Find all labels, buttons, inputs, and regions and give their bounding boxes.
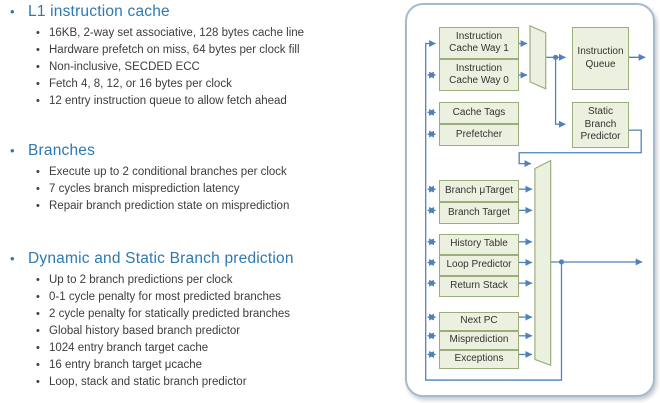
block-branch-target: Branch Target bbox=[439, 202, 519, 224]
list-item: • Fetch 4, 8, 12, or 16 bytes per clock bbox=[36, 76, 402, 93]
bullet-text: Up to 2 branch predictions per clock bbox=[49, 274, 233, 286]
bullet-text: 0-1 cycle penalty for most predicted bra… bbox=[49, 291, 282, 303]
predictor-to-mux-arrows bbox=[517, 185, 533, 358]
block-instruction-queue: Instruction Queue bbox=[572, 27, 629, 90]
list-item: • 7 cycles branch misprediction latency bbox=[36, 181, 402, 198]
list-item: • 1024 entry branch target cache bbox=[36, 340, 402, 357]
feedback-bus-wire bbox=[425, 40, 563, 381]
section-heading: • Branches bbox=[10, 142, 402, 160]
bullet-icon: • bbox=[10, 4, 15, 19]
bullet-text: Execute up to 2 conditional branches per… bbox=[49, 166, 287, 178]
list-item: • Repair branch prediction state on mispr… bbox=[36, 198, 402, 215]
block-loop-predictor: Loop Predictor bbox=[439, 255, 519, 276]
block-cache-tags: Cache Tags bbox=[439, 102, 519, 124]
section-heading: • Dynamic and Static Branch prediction bbox=[10, 250, 402, 268]
bullet-text: 16 entry branch target μcache bbox=[49, 359, 203, 371]
junction-dot bbox=[553, 54, 559, 60]
fetch-unit-block-diagram: Instruction Cache Way 1 Instruction Cach… bbox=[405, 3, 655, 397]
block-instruction-cache-way1: Instruction Cache Way 1 bbox=[439, 27, 519, 59]
bullet-icon: • bbox=[36, 166, 40, 178]
section-title: Branches bbox=[28, 142, 96, 159]
bullet-icon: • bbox=[36, 376, 40, 388]
bullet-icon: • bbox=[10, 143, 15, 158]
bullet-icon: • bbox=[36, 61, 40, 73]
wire-group bbox=[425, 40, 646, 381]
slide-text-panel: • L1 instruction cache • 16KB, 2-way set … bbox=[10, 3, 402, 391]
bullet-text: Non-inclusive, SECDED ECC bbox=[49, 61, 200, 73]
block-history-table: History Table bbox=[439, 234, 519, 255]
bullet-text: Loop, stack and static branch predictor bbox=[49, 376, 247, 388]
bullet-icon: • bbox=[36, 359, 40, 371]
bullet-text: Repair branch prediction state on mispre… bbox=[49, 200, 290, 212]
junction-dot bbox=[558, 259, 565, 265]
list-item: • 16 entry branch target μcache bbox=[36, 357, 402, 374]
way-mux-shape bbox=[529, 24, 547, 90]
sbp-feedback-wire bbox=[518, 129, 642, 168]
bullet-icon: • bbox=[36, 95, 40, 107]
mux-shapes bbox=[529, 24, 552, 367]
bullet-text: 1024 entry branch target cache bbox=[49, 342, 209, 354]
list-item: • Non-inclusive, SECDED ECC bbox=[36, 59, 402, 76]
block-return-stack: Return Stack bbox=[439, 276, 519, 297]
bullet-text: Fetch 4, 8, 12, or 16 bytes per clock bbox=[49, 78, 232, 90]
list-item: • 12 entry instruction queue to allow fet… bbox=[36, 93, 402, 110]
block-misprediction: Misprediction bbox=[439, 331, 519, 350]
bullet-text: 2 cycle penalty for statically predicted… bbox=[49, 308, 290, 320]
bullet-icon: • bbox=[10, 251, 15, 266]
list-item: • Loop, stack and static branch predictor bbox=[36, 374, 402, 391]
junction-dots bbox=[553, 54, 565, 265]
bullet-text: 12 entry instruction queue to allow fetc… bbox=[49, 95, 287, 107]
block-instruction-cache-way0: Instruction Cache Way 0 bbox=[439, 59, 519, 91]
bus-tap-arrows bbox=[427, 71, 436, 358]
block-next-pc: Next PC bbox=[439, 312, 519, 331]
list-item: • 16KB, 2-way set associative, 128 bytes … bbox=[36, 25, 402, 42]
list-item: • 0-1 cycle penalty for most predicted br… bbox=[36, 289, 402, 306]
block-exceptions: Exceptions bbox=[439, 350, 519, 369]
section-heading: • L1 instruction cache bbox=[10, 3, 402, 21]
list-item: • 2 cycle penalty for statically predicte… bbox=[36, 306, 402, 323]
list-item: • Global history based branch predictor bbox=[36, 323, 402, 340]
bullet-icon: • bbox=[36, 200, 40, 212]
list-item: • Hardware prefetch on miss, 64 bytes per… bbox=[36, 42, 402, 59]
bullet-text: 7 cycles branch misprediction latency bbox=[49, 183, 240, 195]
section-title: Dynamic and Static Branch prediction bbox=[28, 250, 294, 267]
list-item: • Up to 2 branch predictions per clock bbox=[36, 272, 402, 289]
bullet-text: 16KB, 2-way set associative, 128 bytes c… bbox=[49, 27, 305, 39]
bullet-icon: • bbox=[36, 274, 40, 286]
mux-output-wires bbox=[545, 53, 566, 128]
bullet-icon: • bbox=[36, 342, 40, 354]
section-branch-prediction: • Dynamic and Static Branch prediction •… bbox=[10, 250, 402, 391]
block-static-branch-predictor: Static Branch Predictor bbox=[572, 102, 629, 148]
bullet-icon: • bbox=[36, 183, 40, 195]
section-title: L1 instruction cache bbox=[28, 3, 170, 20]
section-branches: • Branches • Execute up to 2 conditional … bbox=[10, 142, 402, 215]
bullet-icon: • bbox=[36, 291, 40, 303]
bullet-icon: • bbox=[36, 78, 40, 90]
block-branch-utarget: Branch μTarget bbox=[439, 180, 519, 202]
prediction-mux-shape bbox=[534, 159, 552, 367]
block-prefetcher: Prefetcher bbox=[439, 124, 519, 146]
bullet-text: Hardware prefetch on miss, 64 bytes per … bbox=[49, 44, 300, 56]
bullet-icon: • bbox=[36, 27, 40, 39]
section-l1-cache: • L1 instruction cache • 16KB, 2-way set … bbox=[10, 3, 402, 110]
bullet-icon: • bbox=[36, 44, 40, 56]
bullet-icon: • bbox=[36, 308, 40, 320]
diagram-wires-svg bbox=[425, 24, 646, 381]
bullet-icon: • bbox=[36, 325, 40, 337]
bullet-text: Global history based branch predictor bbox=[49, 325, 241, 337]
list-item: • Execute up to 2 conditional branches pe… bbox=[36, 164, 402, 181]
